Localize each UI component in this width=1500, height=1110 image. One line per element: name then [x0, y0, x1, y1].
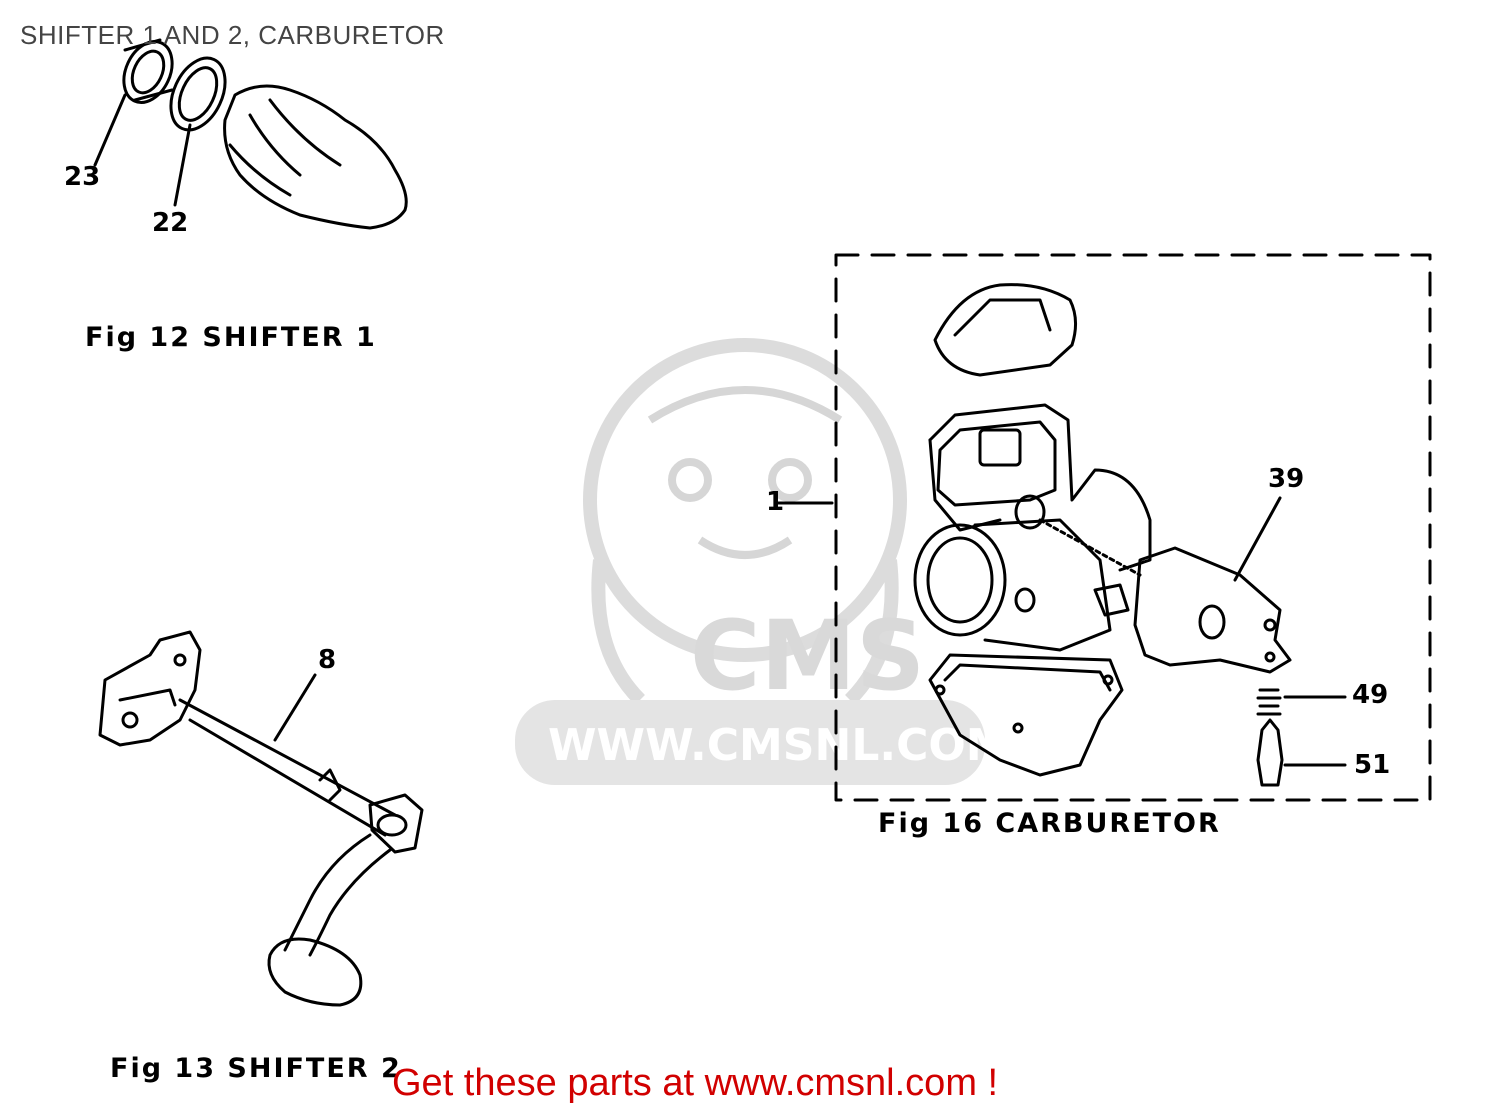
- callout-49: 49: [1352, 680, 1389, 710]
- fig13-caption: Fig 13 SHIFTER 2: [110, 1053, 402, 1084]
- callout-1: 1: [766, 487, 785, 517]
- fig16-caption: Fig 16 CARBURETOR: [878, 808, 1221, 839]
- callout-8: 8: [318, 645, 337, 675]
- callout-23: 23: [64, 162, 101, 192]
- callout-22: 22: [152, 208, 189, 238]
- callout-39: 39: [1268, 464, 1305, 494]
- callout-51: 51: [1354, 750, 1391, 780]
- fig12-drawing: [93, 38, 408, 230]
- fig16-drawing: [773, 253, 1432, 802]
- page-title: SHIFTER 1 AND 2, CARBURETOR: [20, 20, 445, 50]
- get-parts-link[interactable]: Get these parts at www.cmsnl.com !: [392, 1062, 999, 1104]
- fig13-drawing: [98, 630, 424, 1007]
- watermark-url: WWW.CMSNL.COM: [548, 720, 1010, 771]
- fig12-caption: Fig 12 SHIFTER 1: [85, 322, 377, 353]
- watermark-brand: CMS: [690, 600, 926, 712]
